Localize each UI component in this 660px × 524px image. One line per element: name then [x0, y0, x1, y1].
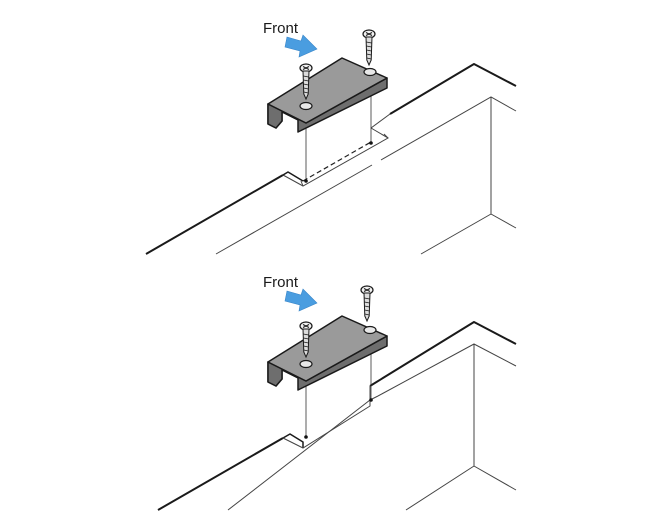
- front-label: Front: [263, 274, 299, 291]
- mounting-recess: [282, 113, 391, 187]
- front-arrow-icon: [284, 288, 318, 312]
- screw-icon: [360, 285, 374, 322]
- drill-point: [369, 141, 373, 145]
- panel-bottom: Front: [157, 274, 517, 511]
- cabinet-edge: [145, 63, 517, 255]
- mounting-recess: [282, 386, 379, 449]
- cabinet-inner-lines: [215, 96, 517, 255]
- drill-point: [304, 435, 308, 439]
- bracket-icon: [267, 57, 388, 133]
- front-arrow-icon: [284, 34, 318, 58]
- cabinet-inner-lines: [227, 343, 517, 511]
- bracket-icon: [267, 315, 388, 391]
- drill-point: [304, 179, 308, 183]
- cabinet-edge: [157, 321, 517, 511]
- front-label: Front: [263, 20, 299, 37]
- panel-top: Front: [145, 20, 517, 255]
- screw-icon: [362, 29, 376, 66]
- drill-point: [369, 398, 373, 402]
